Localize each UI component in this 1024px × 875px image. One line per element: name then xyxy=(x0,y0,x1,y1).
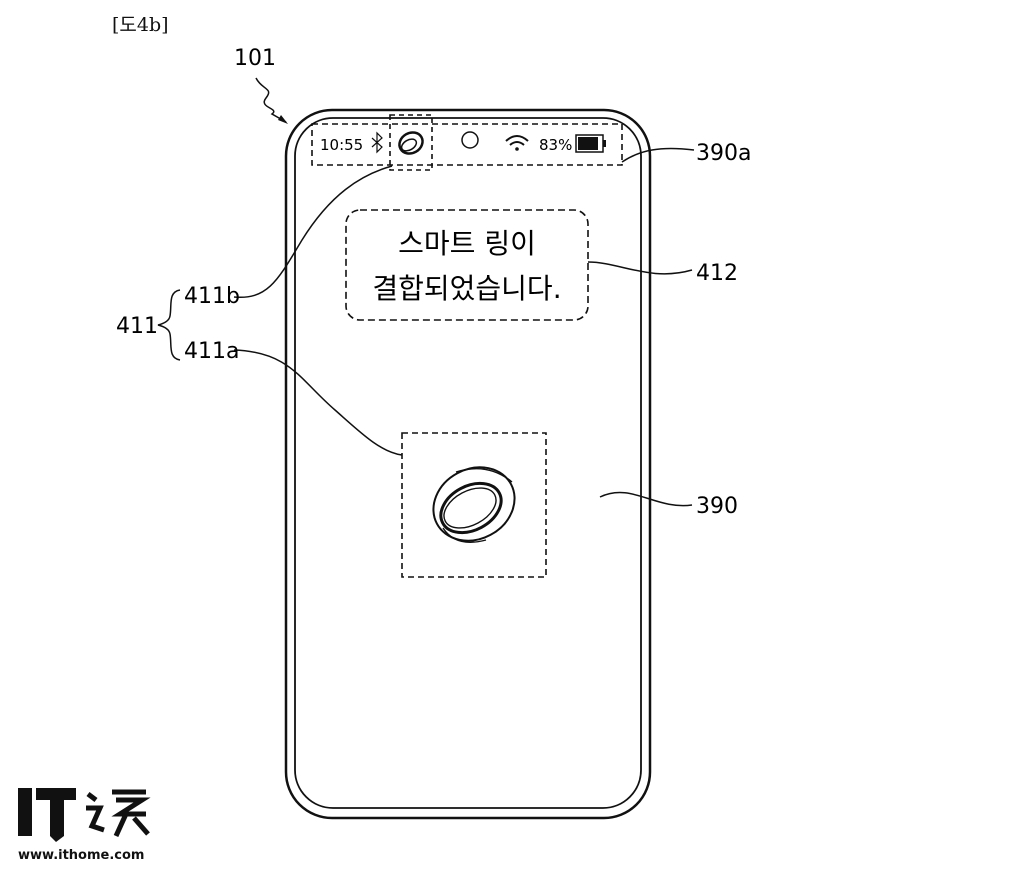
ithome-logo xyxy=(18,788,151,842)
phone-inner-frame xyxy=(294,117,642,809)
leader-411b xyxy=(233,165,393,298)
leader-412 xyxy=(587,261,693,275)
ref-411a: 411a xyxy=(184,339,239,364)
ring-image-region xyxy=(401,432,547,578)
status-time: 10:55 xyxy=(320,136,363,154)
ring-icon-region xyxy=(389,114,433,171)
message-line-1: 스마트 링이 xyxy=(398,227,536,260)
bluetooth-icon xyxy=(371,131,383,154)
figure-label: [도4b] xyxy=(112,14,169,36)
ref-390a: 390a xyxy=(696,141,751,166)
arrowhead-101 xyxy=(278,115,288,124)
ref-411: 411 xyxy=(116,314,158,339)
leader-390 xyxy=(599,491,693,507)
camera-hole xyxy=(461,131,479,149)
ring-image xyxy=(432,466,516,543)
battery-icon xyxy=(575,134,606,153)
brace-411 xyxy=(157,289,181,361)
ref-390: 390 xyxy=(696,494,738,519)
message-line-2: 결합되었습니다. xyxy=(372,272,561,305)
leader-411a xyxy=(233,349,403,456)
watermark-url: www.ithome.com xyxy=(18,848,145,863)
status-bar-region xyxy=(311,123,623,166)
phone-outer-frame xyxy=(284,108,652,820)
ref-411b: 411b xyxy=(184,284,240,309)
ring-icon xyxy=(398,131,424,155)
ref-412: 412 xyxy=(696,261,738,286)
leader-390a xyxy=(621,147,695,163)
ref-101: 101 xyxy=(234,46,276,71)
leader-101 xyxy=(255,77,287,123)
battery-percent: 83% xyxy=(539,136,572,154)
message-box xyxy=(345,209,589,321)
wifi-icon xyxy=(505,135,529,151)
